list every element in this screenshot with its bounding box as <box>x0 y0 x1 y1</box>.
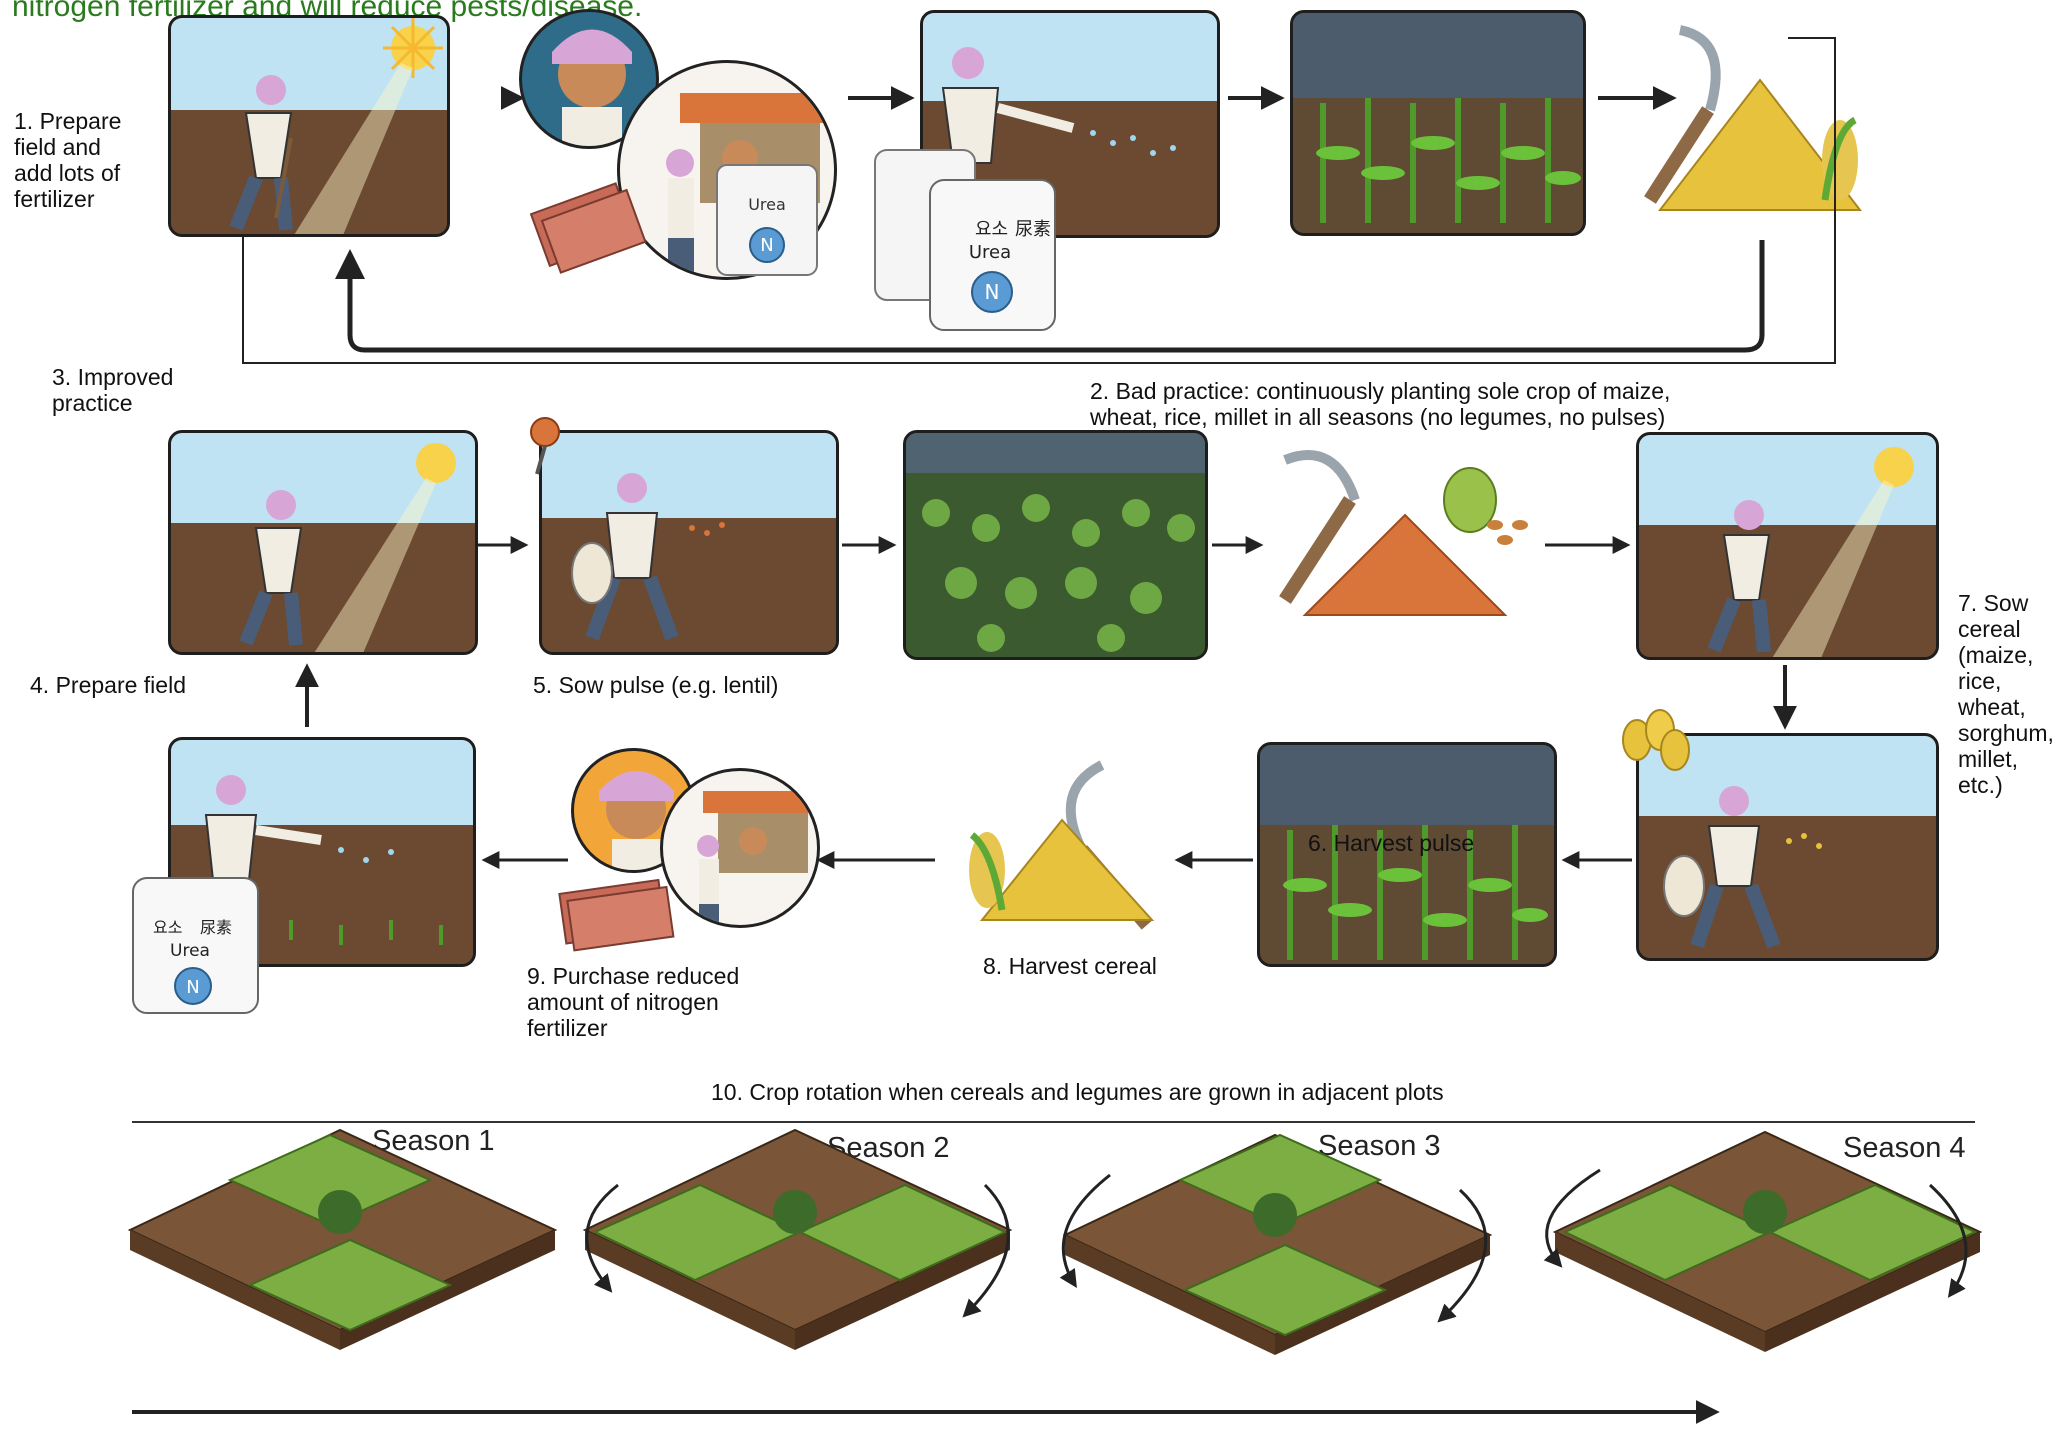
bag-chinese-text: 尿素 <box>1015 219 1051 240</box>
panel-fertilizer-application <box>920 10 1220 238</box>
panel-pulse-crop <box>903 430 1208 660</box>
season-1-plot <box>127 1128 558 1350</box>
farmer-sowing-pulse-illustration <box>542 433 836 652</box>
pulse-field-illustration <box>906 433 1205 657</box>
bag-urea-label: Urea <box>969 242 1011 263</box>
reduced-fertilizer-spreading-illustration <box>171 740 473 964</box>
panel-sow-pulse <box>539 430 839 655</box>
farmer-digging-illustration <box>171 18 447 234</box>
cereal-seeds-icon <box>1615 705 1695 775</box>
panel-maize-growing-2 <box>1257 742 1557 967</box>
fertilizer-spreading-illustration <box>923 13 1217 235</box>
bag-n-logo: N <box>985 280 1000 304</box>
bag2-chinese-text: 尿素 <box>200 918 232 937</box>
panel-prepare-field-3 <box>1636 432 1939 660</box>
season-1-label: Season 1 <box>372 1125 495 1157</box>
step5-label: 5. Sow pulse (e.g. lentil) <box>533 672 779 698</box>
step2-label: 2. Bad practice: continuously planting s… <box>1090 378 1671 430</box>
season-3-label: Season 3 <box>1318 1130 1441 1162</box>
step4-label: 4. Prepare field <box>30 672 186 698</box>
bag-logo-text: N <box>760 235 773 256</box>
money-notes-2 <box>558 876 678 956</box>
farmer-digging-illustration-2 <box>171 433 475 652</box>
step10-label: 10. Crop rotation when cereals and legum… <box>711 1079 1444 1105</box>
pin-icon <box>515 410 575 480</box>
farmer-sowing-cereal-illustration <box>1639 736 1936 958</box>
urea-bag-large-2: 요소 尿素 Urea N <box>128 868 263 1018</box>
bag2-urea-label: Urea <box>170 941 210 961</box>
bag-korean-text: 요소 <box>975 219 1008 240</box>
maize-field-illustration-2 <box>1260 745 1554 964</box>
season-2-plot <box>582 1128 1013 1350</box>
urea-bag-small-1: N Urea <box>712 150 822 280</box>
panel-prepare-field-1 <box>168 15 450 237</box>
bag2-n-logo: N <box>186 977 199 998</box>
shop-scene-2 <box>660 768 820 928</box>
loop-back-arrow <box>335 240 1765 353</box>
panel-sow-cereal <box>1636 733 1939 961</box>
diagram-title-fragment: nitrogen fertilizer and will reduce pest… <box>12 0 643 23</box>
bag2-korean-text: 요소 <box>153 918 182 937</box>
panel-reduced-fertilizer <box>168 737 476 967</box>
panel-prepare-field-2 <box>168 430 478 655</box>
step7-label: 7. Sow cereal (maize, rice, wheat, sorgh… <box>1958 590 2054 798</box>
bag-urea-text: Urea <box>748 195 786 214</box>
harvest-pulse-pile <box>1265 420 1545 630</box>
step9-label: 9. Purchase reduced amount of nitrogen f… <box>527 963 740 1041</box>
row1-bracket <box>242 37 1836 364</box>
rotation-arrows <box>585 1168 1968 1323</box>
money-notes <box>529 175 650 285</box>
step1-label: 1. Prepare field and add lots of fertili… <box>14 108 122 212</box>
season-4-plot <box>1552 1130 1983 1352</box>
farmer-digging-illustration-3 <box>1639 435 1936 657</box>
harvest-cereal-1 <box>1620 10 1890 240</box>
season-4-label: Season 4 <box>1843 1132 1966 1164</box>
step8-label: 8. Harvest cereal <box>983 953 1157 979</box>
step3-label: 3. Improved practice <box>52 364 174 416</box>
season-3-plot <box>1062 1133 1493 1355</box>
step6-label: 6. Harvest pulse <box>1308 830 1475 856</box>
maize-field-illustration <box>1293 13 1583 233</box>
harvest-cereal-2 <box>942 750 1187 950</box>
panel-maize-growing <box>1290 10 1586 236</box>
urea-bag-large-1: 요소 尿素 Urea N <box>870 140 1060 335</box>
